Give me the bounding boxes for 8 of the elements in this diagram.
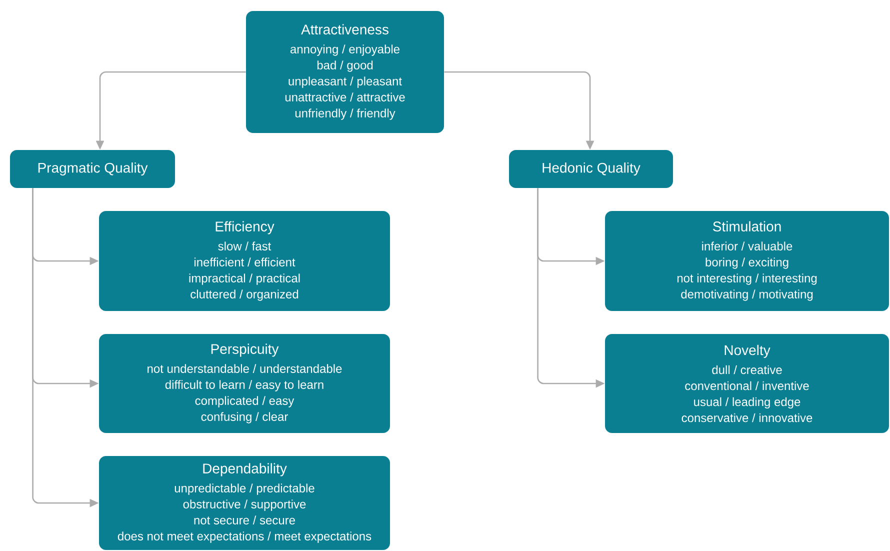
process-box: Hedonic Quality	[509, 150, 674, 188]
process-box: Efficiency slow / fast inefficient / efficient impractical / practical cluttered / organized	[99, 211, 390, 311]
process-box: Stimulation inferior / valuable boring / exciting not interesting / interesting demotivating / motivating	[605, 211, 890, 311]
process-box: Perspicuity not understandable / understandable difficult to learn / easy to learn complicated / easy confusing / clear	[99, 334, 390, 433]
process-box: Novelty dull / creative conventional / inventive usual / leading edge conservative / innovative	[605, 334, 890, 433]
process-box: Pragmatic Quality	[10, 150, 175, 188]
process-box: Dependability unpredictable / predictable obstructive / supportive not secure / secure does not meet expectations / meet expectations	[99, 456, 390, 550]
process-box: Attractiveness annoying / enjoyable bad / good unpleasant / pleasant unattractive / attractive unfriendly / friendly	[246, 11, 444, 133]
